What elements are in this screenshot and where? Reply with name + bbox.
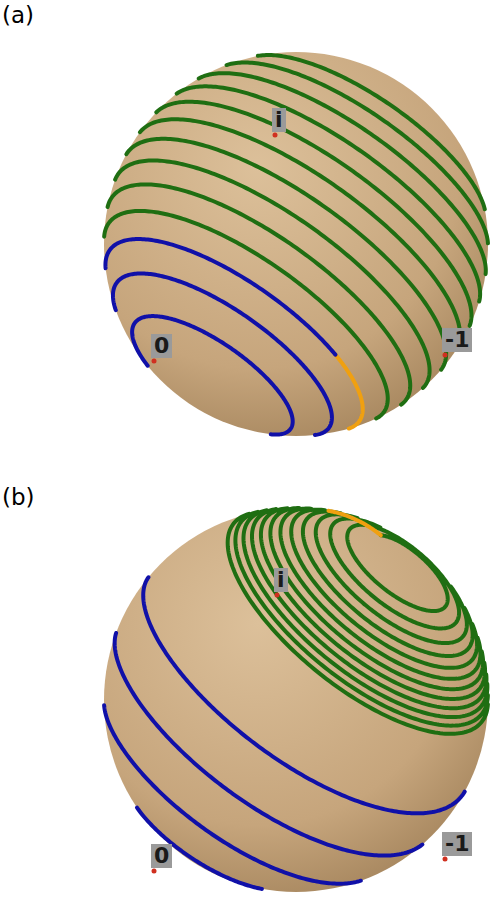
sphere-body [104, 508, 488, 892]
sphere-body [104, 52, 488, 436]
green-spiral [104, 55, 488, 418]
orange-arc [328, 511, 380, 535]
point-marker [275, 593, 280, 598]
point-marker [273, 133, 278, 138]
panel-label: (b) [2, 486, 35, 509]
point-label: 0 [151, 334, 172, 358]
point-label: -1 [442, 328, 472, 352]
green-spiral [228, 508, 488, 734]
blue-spiral [104, 577, 465, 889]
point-label: -1 [442, 832, 472, 856]
point-label: 0 [151, 844, 172, 868]
point-label: i [272, 108, 286, 132]
orange-arc [335, 355, 362, 429]
point-marker [443, 857, 448, 862]
point-marker [152, 869, 157, 874]
point-label: i [274, 568, 288, 592]
sphere-1 [104, 508, 488, 892]
blue-spiral [105, 239, 335, 435]
sphere-0 [104, 52, 488, 436]
panel-label: (a) [2, 4, 34, 27]
point-marker [152, 359, 157, 364]
point-marker [443, 353, 448, 358]
